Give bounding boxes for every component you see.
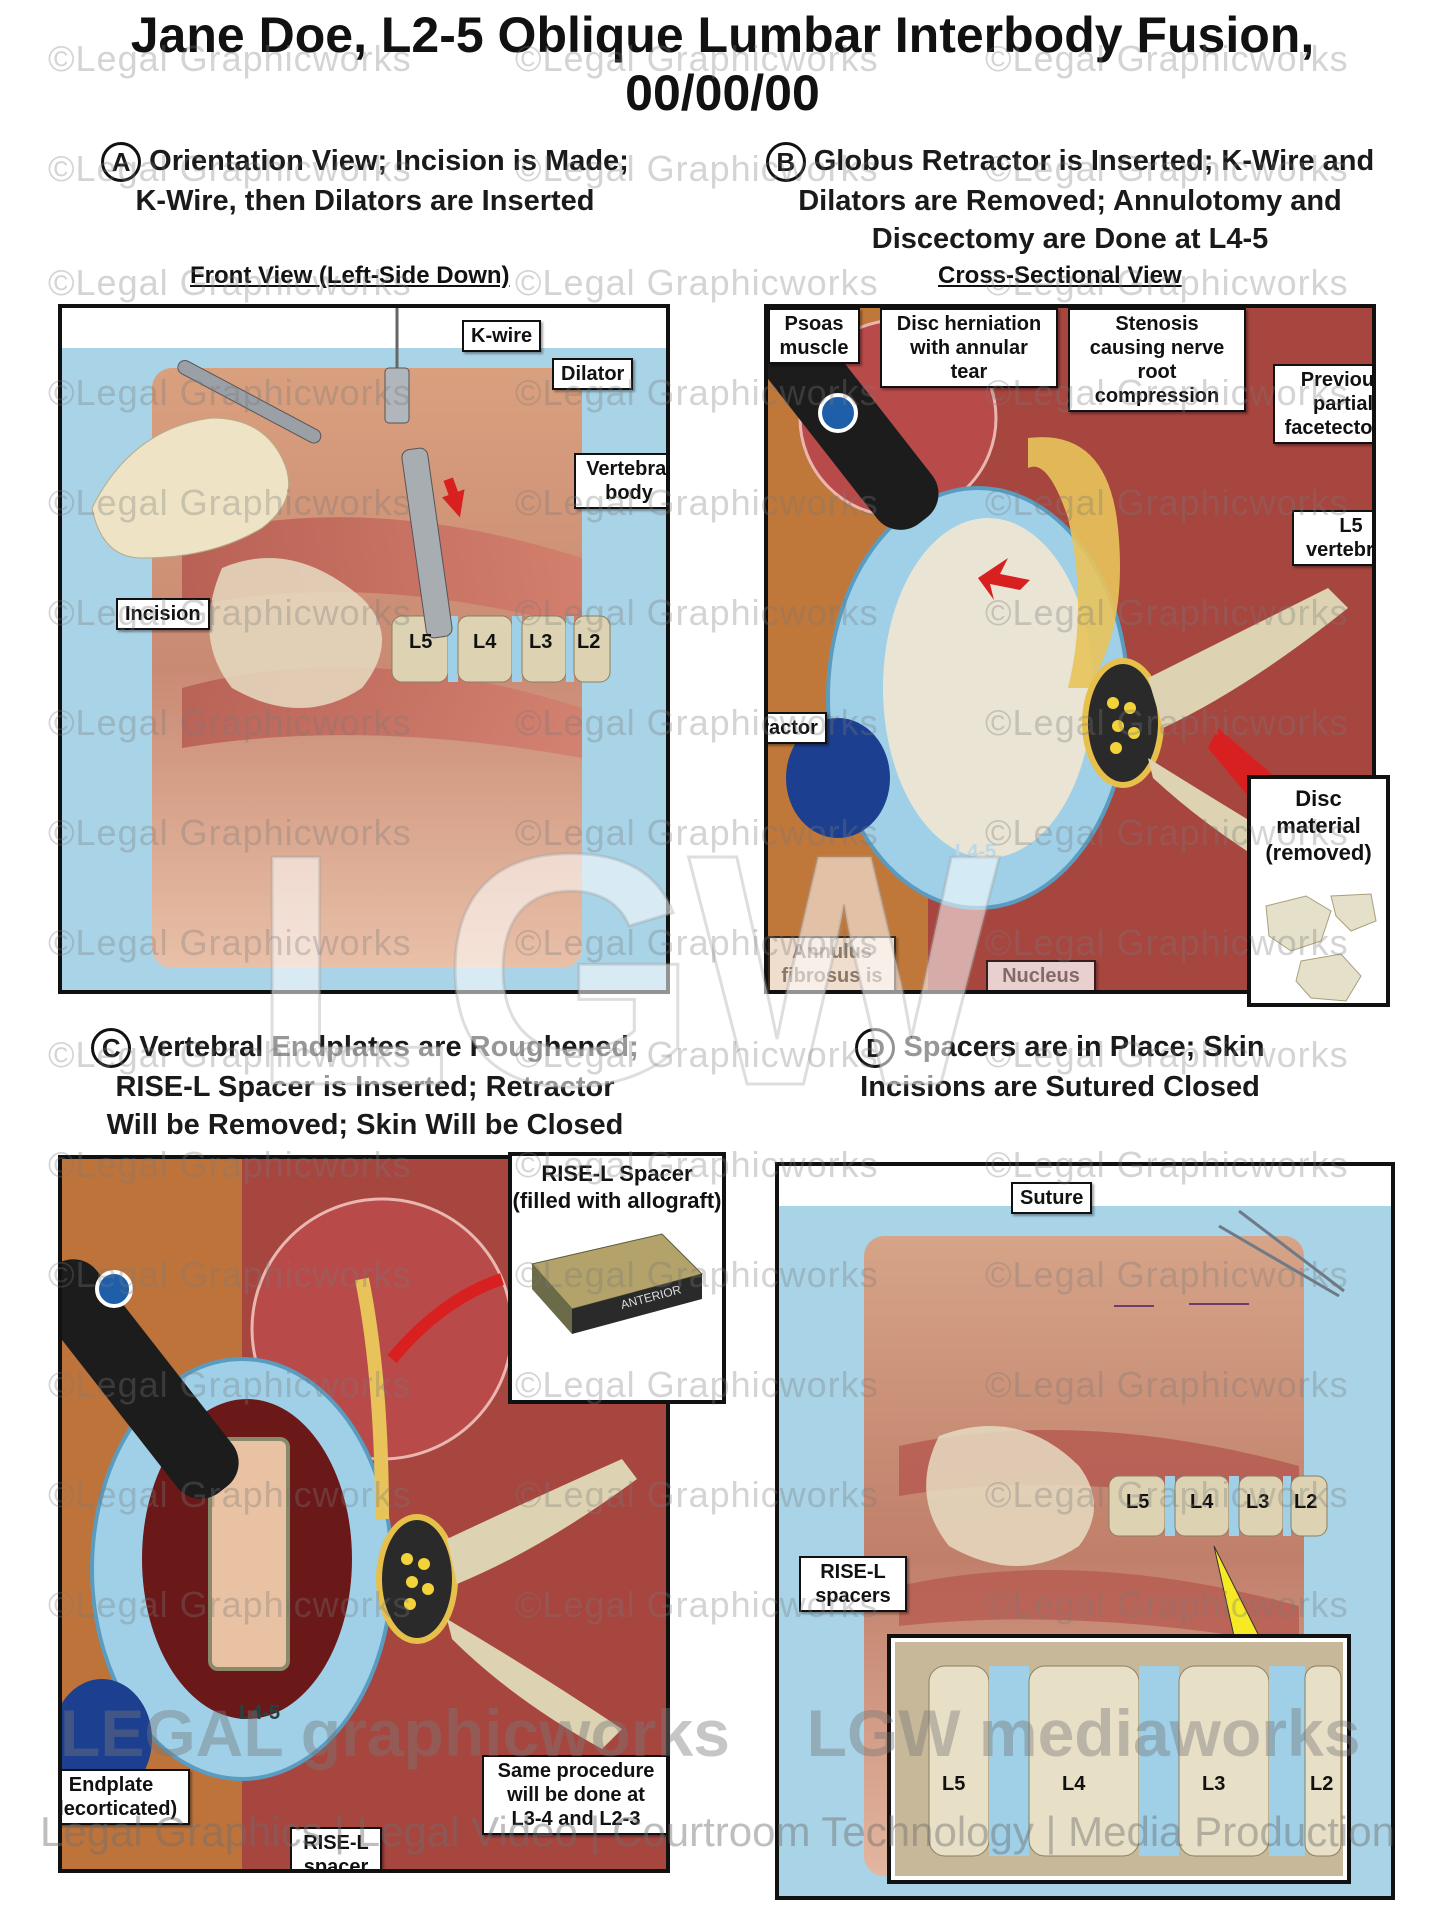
vertebra-label-d-l5: L5 [1126,1491,1150,1513]
vertebra-label-d-l3: L3 [1246,1491,1270,1513]
disc-material-callout-title: Disc material (removed) [1265,786,1372,865]
nerve-root [1028,437,1120,688]
label-endplate: Endplate (decorticated) [62,1769,190,1825]
label-disc-level-c: L4-5 [239,1702,281,1724]
panel-a-illustration: K-wire Dilator Vertebral body Incision L… [58,304,670,994]
vertebra-label-l4: L4 [473,631,497,653]
panel-b-heading-line-2: Dilators are Removed; Annulotomy and [798,185,1342,218]
muscle-band-upper [182,517,582,628]
removal-arrow [978,558,1030,600]
transverse-process [1148,588,1348,728]
panel-d-heading-line-2: Incisions are Sutured Closed [860,1071,1260,1104]
rise-l-spacer-callout: RISE-L Spacer (filled with allograft) AN… [508,1152,726,1404]
insertion-arrow [442,477,465,518]
vertebral-column-d [1108,1475,1328,1537]
nerve-root-c [355,1277,389,1520]
panel-d-heading-line-1: Spacers are in Place; Skin [903,1031,1265,1063]
label-rise-l-spacer: RISE-L spacer [290,1827,382,1869]
inset-vertebra-label-l5: L5 [942,1773,966,1795]
label-disc-herniation: Disc herniation with annular tear [880,308,1058,388]
panel-a-letter: A [101,142,142,183]
panel-b-heading-line-3: Discectomy are Done at L4-5 [871,223,1269,256]
label-psoas-muscle: Psoas muscle [768,308,860,364]
panel-a-drawing [62,308,666,990]
label-l5-vertebrae: L5 vertebrae [1292,510,1372,566]
inset-vertebra-label-l2: L2 [1310,1773,1334,1795]
vertebra-label-l5: L5 [409,631,433,653]
panel-a-heading-line-2: K-Wire, then Dilators are Inserted [135,185,595,218]
watermark-text: ©Legal Graphicworks [515,262,879,303]
rise-l-spacer-callout-title: RISE-L Spacer (filled with allograft) [512,1161,722,1213]
panel-c-heading-line-3: Will be Removed; Skin Will be Closed [106,1109,624,1142]
label-rise-l-spacers: RISE-L spacers [799,1556,907,1612]
panel-a-heading-line-1: Orientation View; Incision is Made; [149,145,629,177]
page-title: Jane Doe, L2-5 Oblique Lumbar Interbody … [0,6,1445,122]
panel-b-heading-line-1: Globus Retractor is Inserted; K-Wire and [813,145,1375,177]
panel-a-view-label: Front View (Left-Side Down) [190,262,510,289]
label-dilator: Dilator [552,358,634,390]
panel-b-view-label: Cross-Sectional View [938,262,1182,289]
panel-d-letter: D [855,1028,896,1069]
suture-needle-holder [1218,1209,1345,1298]
vertebra-label-d-l4: L4 [1190,1491,1214,1513]
vessel-small [818,393,858,433]
panel-d-illustration: Suture RISE-L spacers L5 L4 L3 L2 L5 L4 … [775,1162,1395,1900]
title-line-2: 00/00/00 [625,65,820,121]
title-line-1: Jane Doe, L2-5 Oblique Lumbar Interbody … [130,7,1315,63]
panel-b-illustration: Psoas muscle Disc herniation with annula… [764,304,1376,994]
inset-vertebra-label-l4: L4 [1062,1773,1086,1795]
vessel-large [786,718,890,838]
panel-b-letter: B [765,142,806,183]
rise-l-spacer-implant [208,1437,290,1671]
panel-b-drawing [768,308,1372,990]
retractor-c [62,1259,239,1499]
suture-lines [1114,1303,1249,1307]
label-nucleus-pulposus: Nucleus pulposus [986,960,1096,990]
dilator-instrument [384,308,453,639]
spacer-inset [887,1634,1351,1884]
pelvis-bone [209,558,382,708]
label-disc-level-b: L4-5 [955,841,997,863]
vertebra-label-l2: L2 [577,631,601,653]
vertebra-label-d-l2: L2 [1294,1491,1318,1513]
label-suture: Suture [1011,1182,1093,1214]
panel-c-heading-line-1: Vertebral Endplates are Roughened; [139,1031,639,1063]
label-k-wire: K-wire [462,320,542,352]
label-incision: Incision [116,598,210,630]
panel-d-drawing [779,1166,1391,1896]
disc-material-fragments [1265,893,1377,1002]
label-stenosis: Stenosis causing nerve root compression [1068,308,1246,412]
label-same-procedure: Same procedure will be done at L3-4 and … [482,1755,666,1835]
rise-l-spacer-image: ANTERIOR [531,1233,703,1334]
nucleus-pulposus [883,518,1093,858]
insert-arrow-c [387,1273,504,1363]
vertebra-label-l3: L3 [529,631,553,653]
hand-with-scalpel [91,359,322,559]
label-previous-facetectomy: Previous partial facetectomy [1273,364,1372,444]
panel-c-heading-line-2: RISE-L Spacer is Inserted; Retractor [115,1071,615,1104]
cauda-equina [1107,697,1140,754]
label-retractor: Retractor [768,712,827,744]
panel-c-letter: C [91,1028,132,1069]
label-annulus-fibrosus: Annulus fibrosus is removed [768,936,896,990]
inset-vertebra-label-l3: L3 [1202,1773,1226,1795]
label-vertebral-body: Vertebral body [574,453,666,509]
disc-material-callout: Disc material (removed) [1247,775,1390,1007]
